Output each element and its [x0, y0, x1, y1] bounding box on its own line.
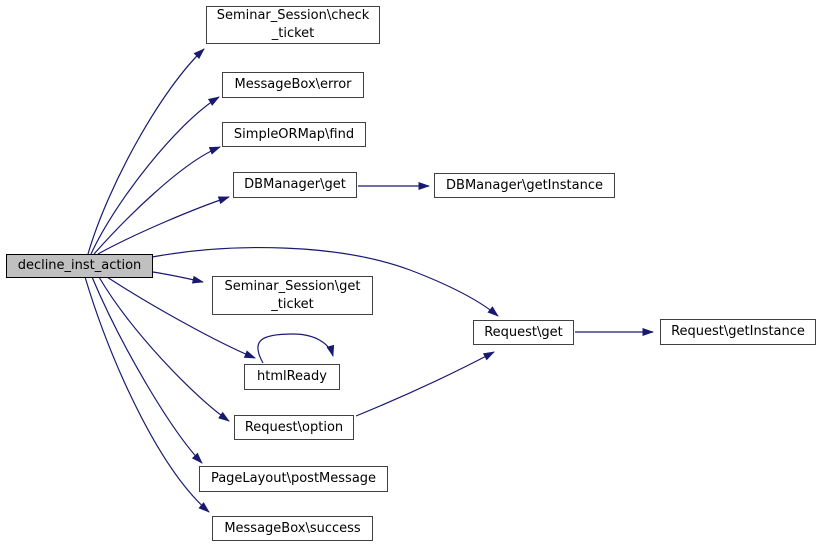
edge-decline-to-postmessage: [91, 276, 203, 464]
node-seminar-session-check-ticket[interactable]: Seminar_Session\check _ticket: [206, 6, 380, 44]
node-decline-inst-action[interactable]: decline_inst_action: [6, 254, 153, 278]
node-htmlready[interactable]: htmlReady: [244, 364, 340, 390]
edge-decline-to-error: [90, 96, 220, 255]
edge-decline-to-dbmanager-get: [97, 196, 230, 255]
edge-decline-to-option: [98, 276, 230, 422]
node-dbmanager-getinstance[interactable]: DBManager\getInstance: [434, 173, 615, 198]
node-messagebox-success[interactable]: MessageBox\success: [212, 516, 373, 541]
node-request-get[interactable]: Request\get: [473, 320, 574, 345]
edge-decline-to-success: [84, 276, 210, 513]
edge-decline-to-check-ticket: [87, 48, 205, 255]
node-request-getinstance[interactable]: Request\getInstance: [660, 319, 816, 345]
node-simpleormap-find[interactable]: SimpleORMap\find: [222, 122, 366, 147]
node-messagebox-error[interactable]: MessageBox\error: [222, 72, 364, 98]
node-pagelayout-postmessage[interactable]: PageLayout\postMessage: [199, 466, 388, 492]
edge-htmlready-self-loop: [257, 333, 335, 364]
edge-decline-to-htmlready: [106, 276, 256, 359]
edge-option-to-request-get: [355, 351, 495, 417]
node-request-option[interactable]: Request\option: [234, 415, 354, 440]
edge-decline-to-find: [93, 146, 221, 255]
node-dbmanager-get[interactable]: DBManager\get: [233, 172, 357, 198]
edge-decline-to-request-get: [151, 247, 499, 317]
node-seminar-session-get-ticket[interactable]: Seminar_Session\get _ticket: [212, 276, 373, 315]
edge-decline-to-get-ticket: [152, 271, 204, 284]
